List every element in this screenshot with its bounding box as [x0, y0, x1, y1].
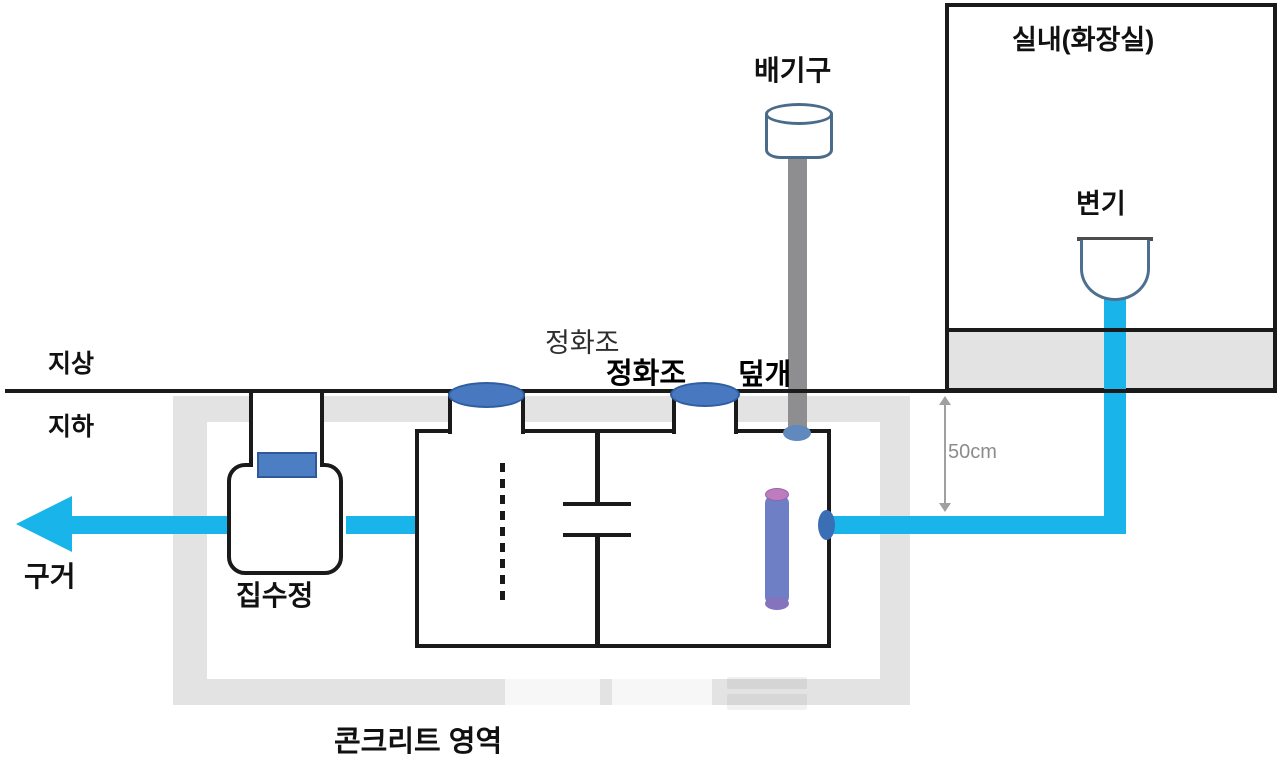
concrete-area-label: 콘크리트 영역 — [334, 726, 503, 758]
toilet-rim-line — [1077, 237, 1153, 241]
outflow-ditch-label: 구거 — [24, 561, 76, 592]
collection-well-shaft-wall — [249, 391, 253, 463]
bathroom-floor-line — [949, 328, 1273, 332]
toilet-label: 변기 — [1076, 189, 1126, 219]
outflow-arrow-icon — [16, 496, 72, 552]
toilet-bowl — [1080, 240, 1150, 301]
vent-pipe — [788, 158, 807, 432]
vent-label: 배기구 — [754, 55, 832, 86]
watermark — [727, 694, 807, 710]
tank-cover-label-word1: 정화조 — [606, 358, 687, 390]
septic-tank-body — [415, 429, 831, 648]
concrete-area-left — [173, 396, 207, 705]
below-ground-label: 지하 — [48, 413, 95, 441]
above-ground-label: 지상 — [48, 350, 95, 378]
tank-neck-right-wall — [734, 391, 738, 434]
collection-well-box — [227, 463, 343, 575]
indoor-bathroom-label: 실내(화장실) — [1012, 25, 1155, 55]
well-to-tank-pipe — [346, 516, 415, 534]
tank-neck-right-wall — [672, 391, 676, 434]
septic-tank-label: 정화조 — [545, 328, 620, 358]
tank-partition-lower — [595, 537, 600, 644]
ground-line — [5, 389, 1277, 393]
vent-pipe-joint-ellipse — [783, 425, 811, 441]
inner-pipe-cylinder-bottom — [765, 597, 789, 610]
pipe-tank-junction-ellipse — [818, 510, 835, 540]
tank-neck-left-wall — [521, 391, 525, 434]
inner-pipe-cylinder — [765, 494, 789, 606]
toilet-drain-pipe — [1104, 296, 1126, 534]
vent-cap-top-ellipse — [765, 103, 833, 125]
dimension-arrow-down-icon — [939, 503, 951, 512]
tank-dashed-divider — [500, 463, 505, 607]
collection-well-shaft-wall — [320, 391, 324, 463]
tank-cover-ellipse-left — [448, 382, 525, 408]
dimension-arrow-up-icon — [939, 396, 951, 405]
watermark — [505, 675, 600, 709]
depth-dimension-label: 50cm — [948, 441, 997, 463]
inner-pipe-cylinder-cap — [765, 488, 789, 501]
toilet-to-tank-pipe — [829, 516, 1126, 534]
watermark — [612, 675, 712, 709]
tank-cover-label-word2: 덮개 — [738, 359, 792, 391]
baffle-plate-bottom — [563, 533, 631, 537]
collection-well-label: 집수정 — [236, 580, 314, 611]
tank-partition-upper — [595, 433, 600, 502]
outflow-pipe — [70, 516, 230, 534]
tank-cover-ellipse-right — [670, 382, 740, 407]
baffle-plate-top — [563, 502, 631, 506]
concrete-area-right — [880, 396, 910, 705]
depth-dimension-line — [944, 400, 946, 508]
tank-neck-left-wall — [448, 391, 452, 434]
collection-well-inlet — [257, 452, 317, 478]
watermark — [727, 677, 807, 689]
